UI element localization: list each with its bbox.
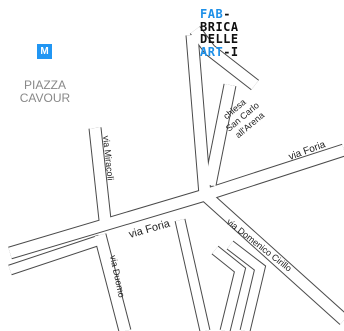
logo-text-art: ART [200,44,224,59]
logo-text-brica: BRICA [200,19,239,34]
road-lower-3-fill [227,241,266,331]
road-church-fill [204,83,236,187]
logo-text-dash-1: - [223,7,231,21]
road-miracoli-fill [89,127,111,221]
piazza-line-2: CAVOUR [19,91,71,105]
road-center-fill [186,34,211,196]
logo-text-delle: DELLE [200,32,239,46]
fabbrica-logo: FAB- BRICA DELLE ART-I [200,8,239,58]
piazza-cavour-label: PIAZZA CAVOUR [17,79,73,105]
road-casings [8,26,344,331]
road-lower-1-fill [175,219,210,331]
road-lower-2-fill [212,246,246,331]
logo-text-fab: FAB [200,7,224,21]
road-duomo-fill [94,233,131,331]
road-lower-left-fill [8,235,102,275]
piazza-line-1: PIAZZA [23,78,66,92]
road-fills [8,26,344,331]
metro-icon: M [37,44,52,59]
street-label-miracoli: via Miracoli [101,135,116,181]
logo-text-dash-i: -I [223,44,239,59]
road-foria-fill [8,144,344,259]
road-cirillo-fill [201,190,344,325]
road-top-right-fill [190,26,259,90]
